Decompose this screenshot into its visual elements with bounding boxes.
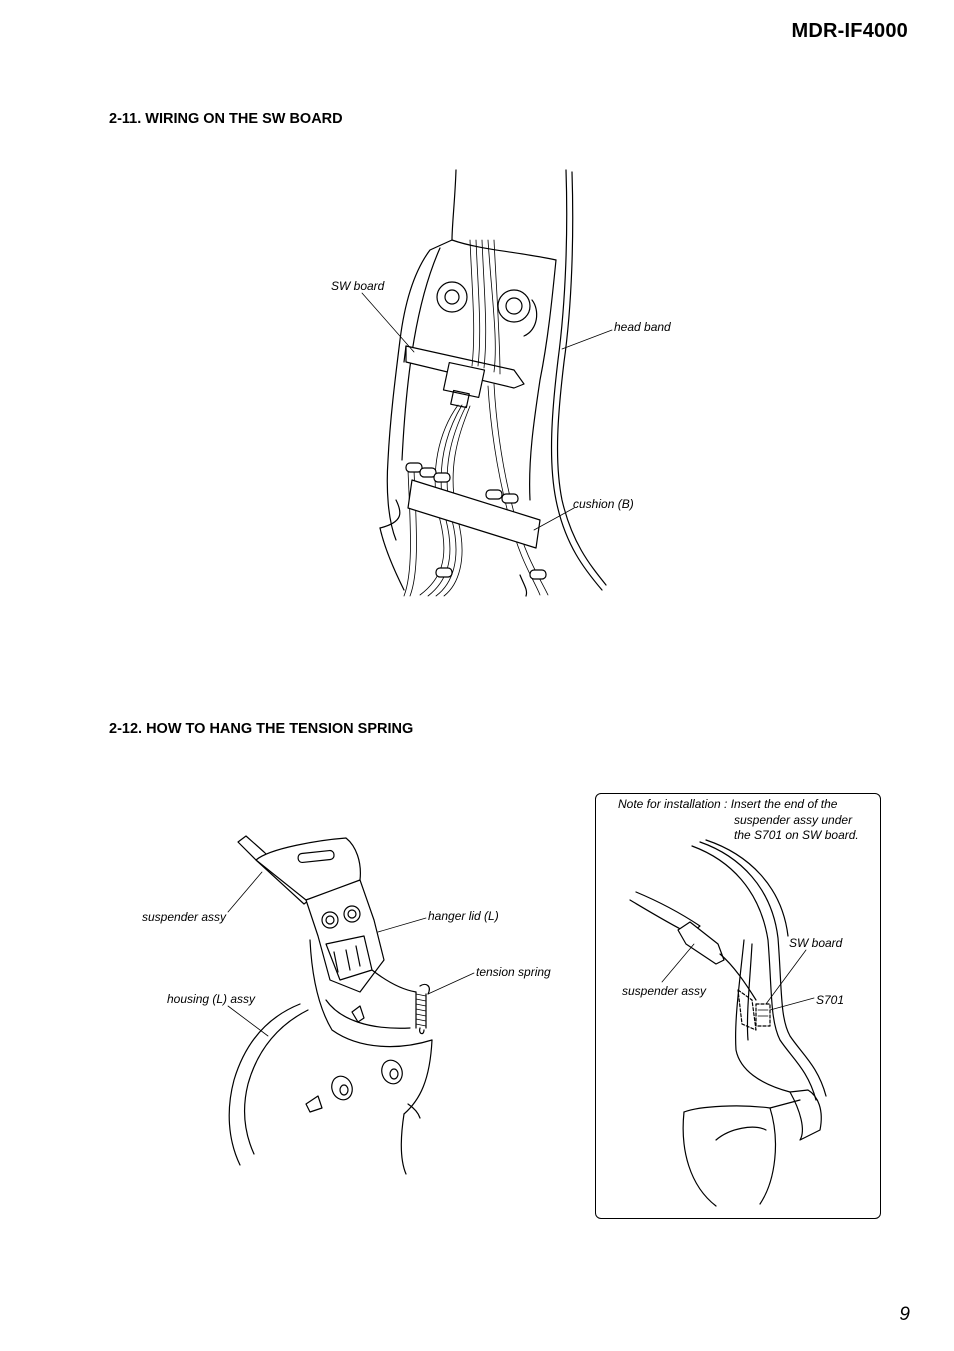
label-housing-l-assy: housing (L) assy: [167, 992, 256, 1006]
label-head-band: head band: [614, 320, 671, 334]
section-title-tension-spring: 2-12. HOW TO HANG THE TENSION SPRING: [109, 721, 414, 737]
label-suspender-assy: suspender assy: [142, 910, 227, 924]
installation-note-diagram: [629, 839, 827, 1207]
label-note-sw-board: SW board: [789, 936, 843, 950]
page-number: 9: [899, 1304, 910, 1325]
note-line-3: the S701 on SW board.: [734, 828, 859, 842]
tension-spring-diagram: [227, 835, 475, 1175]
model-number: MDR-IF4000: [791, 20, 908, 42]
label-note-suspender-assy: suspender assy: [622, 984, 707, 998]
label-hanger-lid: hanger lid (L): [428, 909, 499, 923]
label-s701: S701: [816, 993, 845, 1007]
label-sw-board: SW board: [331, 279, 385, 293]
label-cushion-b: cushion (B): [573, 497, 634, 511]
installation-note-text: Note for installation : Insert the end o…: [618, 797, 859, 844]
label-tension-spring: tension spring: [476, 965, 551, 979]
installation-note-box: [595, 793, 881, 1219]
note-line-2: suspender assy under: [734, 812, 853, 827]
section-title-wiring: 2-11. WIRING ON THE SW BOARD: [109, 111, 343, 127]
note-line-1: Note for installation : Insert the end o…: [618, 797, 838, 811]
sw-board-wiring-diagram: [361, 169, 613, 597]
